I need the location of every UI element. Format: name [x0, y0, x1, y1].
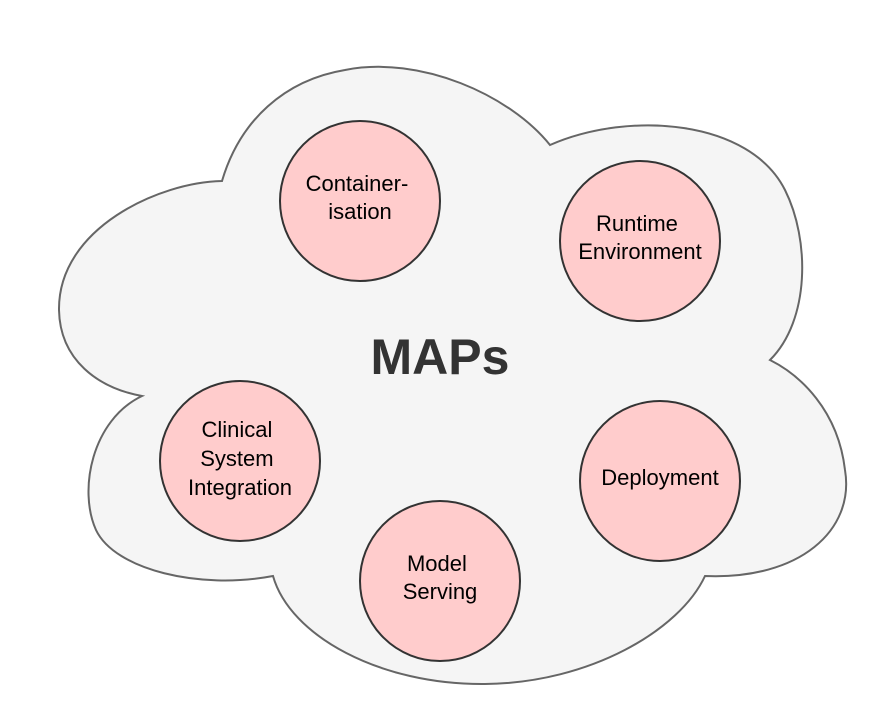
- node-label-line: Environment: [578, 239, 702, 264]
- node-label: Clinical System Integration: [188, 417, 292, 500]
- node-circle: [159, 380, 321, 542]
- node-label-line: System: [200, 446, 273, 471]
- node-label-line: Runtime: [596, 211, 678, 236]
- node-containerisation[interactable]: Container- isation: [279, 120, 441, 282]
- node-label-line: Container-: [306, 171, 409, 196]
- node-label: Deployment: [601, 465, 718, 490]
- node-circle: [579, 400, 741, 562]
- node-label-line: Clinical: [201, 417, 272, 442]
- node-deployment[interactable]: Deployment: [579, 400, 741, 562]
- node-label-line: Integration: [188, 475, 292, 500]
- node-circle: [559, 160, 721, 322]
- node-model-serving[interactable]: Model Serving: [359, 500, 521, 662]
- node-label-line: Deployment: [601, 465, 718, 490]
- node-label: Container- isation: [306, 171, 415, 224]
- node-label-line: Model: [407, 551, 467, 576]
- node-circle: [359, 500, 521, 662]
- node-clinical-system-integration[interactable]: Clinical System Integration: [159, 380, 321, 542]
- node-label-line: Serving: [403, 579, 478, 604]
- node-label-line: isation: [328, 199, 392, 224]
- node-circle: [279, 120, 441, 282]
- node-label: Runtime Environment: [578, 211, 702, 264]
- node-label: Model Serving: [403, 551, 478, 604]
- node-runtime-environment[interactable]: Runtime Environment: [559, 160, 721, 322]
- diagram-title: MAPs: [371, 329, 510, 385]
